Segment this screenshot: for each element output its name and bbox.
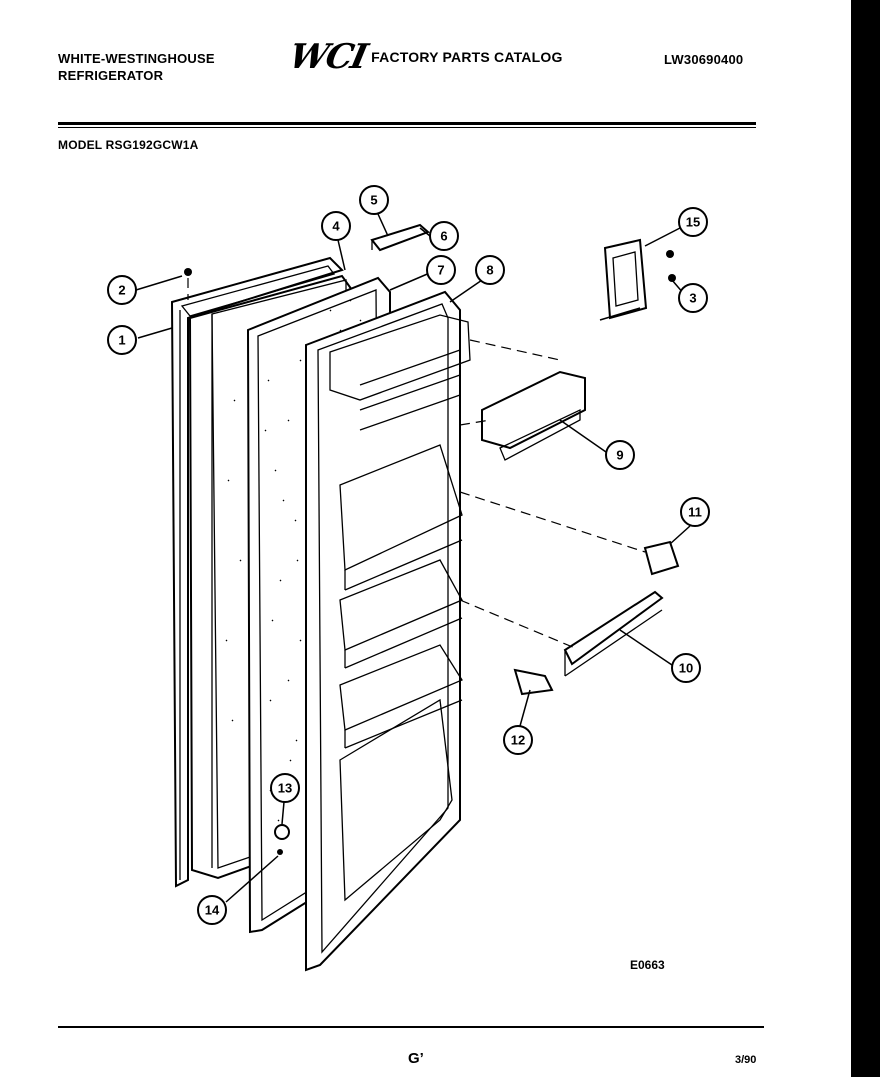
svg-text:5: 5	[370, 193, 377, 208]
svg-text:2: 2	[118, 283, 125, 298]
door-stop-parts	[274, 824, 290, 855]
scan-edge-bar	[851, 0, 880, 1077]
callout-2: 2	[107, 275, 137, 305]
svg-text:10: 10	[679, 661, 693, 676]
svg-text:7: 7	[437, 263, 444, 278]
svg-text:8: 8	[486, 263, 493, 278]
door-handle-part	[370, 223, 430, 252]
svg-text:12: 12	[511, 733, 525, 748]
footer-rule	[58, 1026, 764, 1028]
svg-text:14: 14	[205, 903, 220, 918]
catalog-title: FACTORY PARTS CATALOG	[371, 48, 563, 65]
footer-page-mark: G’	[408, 1050, 424, 1067]
callout-10: 10	[671, 653, 701, 683]
shelf-bar	[459, 590, 664, 677]
document-number: LW30690400	[664, 52, 744, 67]
callout-4: 4	[321, 211, 351, 241]
callout-9: 9	[605, 440, 635, 470]
callout-5: 5	[359, 185, 389, 215]
callout-8: 8	[475, 255, 505, 285]
callout-7: 7	[426, 255, 456, 285]
brand-line-1: WHITE-WESTINGHOUSE	[58, 51, 215, 66]
hinge-bracket	[599, 238, 676, 321]
leader-lines	[135, 213, 691, 903]
bar-end-cap-left	[513, 668, 554, 696]
callout-1: 1	[107, 325, 137, 355]
model-number: MODEL RSG192GCW1A	[58, 138, 199, 152]
svg-text:3: 3	[689, 291, 696, 306]
callout-11: 11	[680, 497, 710, 527]
bar-end-cap-right	[459, 491, 680, 576]
header-rule	[58, 122, 756, 128]
door-inner-liner	[305, 290, 471, 972]
brand-header: WHITE-WESTINGHOUSE REFRIGERATOR	[58, 50, 215, 84]
door-gasket	[170, 256, 344, 888]
diagram-code: E0663	[630, 958, 665, 972]
svg-text:11: 11	[688, 505, 702, 520]
screw-part	[184, 268, 192, 300]
svg-text:4: 4	[332, 219, 340, 234]
brand-line-2: REFRIGERATOR	[58, 68, 164, 83]
callout-3: 3	[678, 283, 708, 313]
svg-text:15: 15	[686, 215, 700, 230]
svg-text:1: 1	[118, 333, 125, 348]
svg-text:13: 13	[278, 781, 292, 796]
callout-6: 6	[429, 221, 459, 251]
callout-15: 15	[678, 207, 708, 237]
callout-12: 12	[503, 725, 533, 755]
footer-date: 3/90	[735, 1054, 757, 1066]
svg-text:6: 6	[440, 229, 447, 244]
callout-14: 14	[197, 895, 227, 925]
svg-text:9: 9	[616, 448, 623, 463]
callout-13: 13	[270, 773, 300, 803]
door-shelf-bin	[459, 339, 586, 461]
catalog-header: WCI FACTORY PARTS CATALOG	[286, 37, 563, 77]
part-callouts: 1 2 3 4 5 6 7 8 9 10 11 12 13 14 15	[107, 185, 710, 925]
